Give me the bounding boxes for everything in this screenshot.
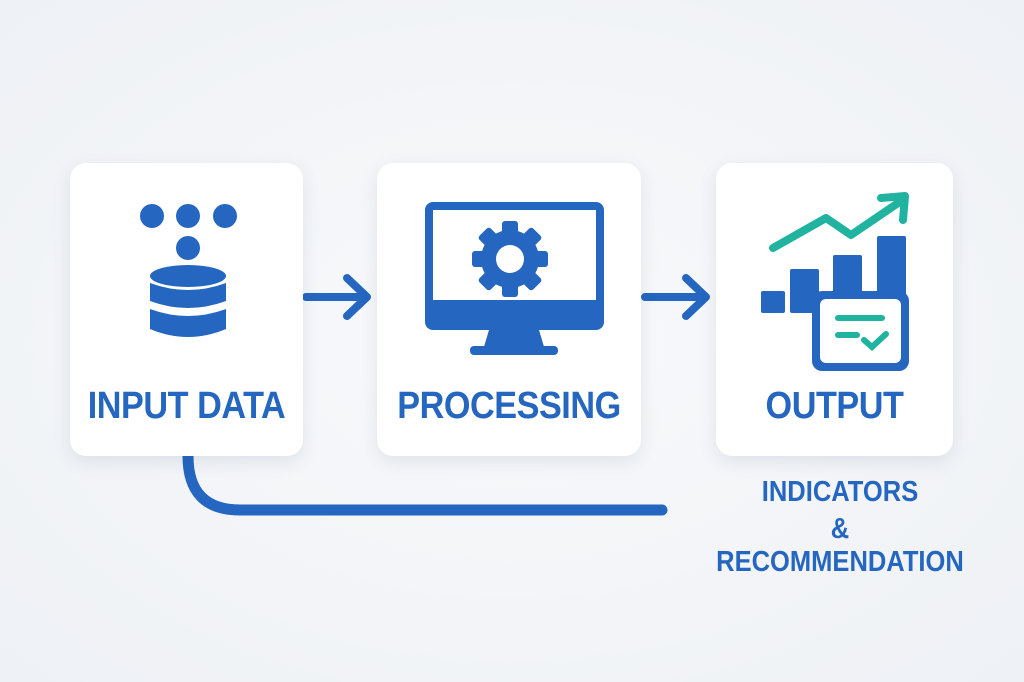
step-card-processing: PROCESSING [377,163,641,456]
database-icon [140,204,237,337]
arrow-input-to-processing [302,274,371,320]
output-note-line1: INDICATORS [761,476,919,508]
step-card-output: OUTPUT [716,163,953,456]
step-label: PROCESSING [397,385,621,427]
output-note-line2: & RECOMMENDATION [716,513,964,578]
arrow-processing-to-output [641,274,710,320]
step-card-input-data: INPUT DATA [70,163,303,456]
chart-report-icon [761,192,909,371]
step-label: INPUT DATA [87,385,286,427]
step-label: OUTPUT [765,385,904,427]
monitor-gear-icon [425,202,604,355]
feedback-loop-line [182,450,668,516]
